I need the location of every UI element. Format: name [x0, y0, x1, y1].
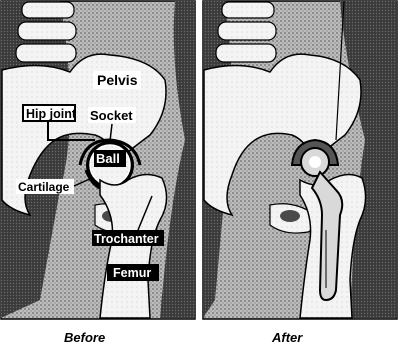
label-femur: Femur [107, 264, 159, 281]
before-panel: Pelvis Hip joint Socket Ball Cartilage [1, 1, 195, 319]
label-pelvis: Pelvis [93, 71, 141, 89]
label-femur-text: Femur [113, 266, 151, 280]
label-ball: Ball [94, 150, 126, 167]
spine-after [216, 2, 276, 62]
caption-after: After [271, 330, 303, 345]
label-cartilage-text: Cartilage [18, 180, 70, 194]
label-socket-text: Socket [90, 108, 133, 123]
label-trochanter-text: Trochanter [94, 232, 159, 246]
label-ball-text: Ball [96, 151, 120, 166]
label-pelvis-text: Pelvis [97, 72, 138, 88]
caption-before: Before [64, 330, 105, 345]
after-panel [203, 1, 397, 319]
label-hip-joint-text: Hip joint [26, 107, 77, 121]
spine-before [16, 2, 76, 62]
